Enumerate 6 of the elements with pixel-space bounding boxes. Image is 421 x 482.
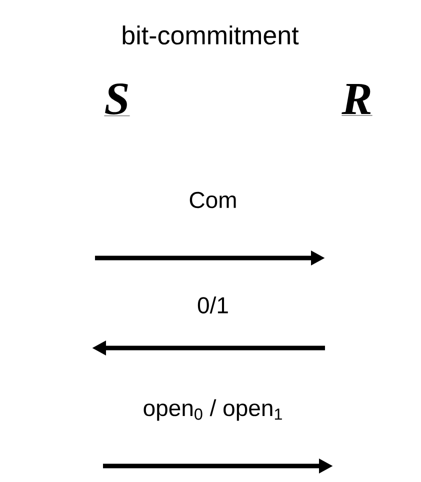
message-label: open$_{0}$ / open$_{1}$ [144,399,282,421]
message-label: Com [190,192,236,208]
party-letter: S [104,84,130,116]
party-letter: R [341,84,373,116]
message-label: 0/1 [198,296,228,314]
title: bit-commitment [122,25,299,45]
